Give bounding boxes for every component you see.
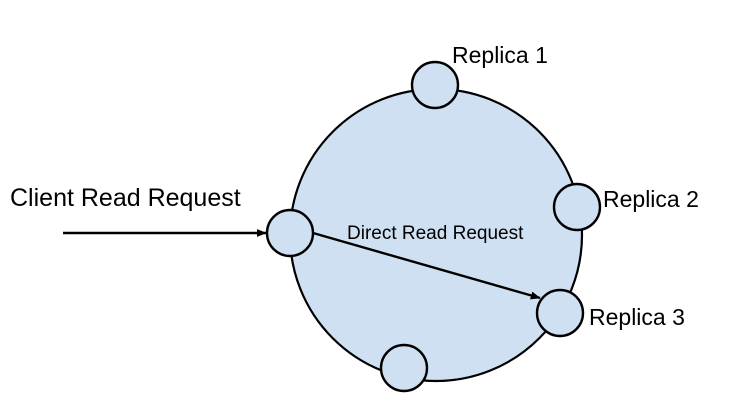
node-replica-2[interactable]	[552, 182, 602, 232]
replica-1-label: Replica 1	[452, 42, 548, 68]
direct-read-request-arrow	[312, 231, 541, 300]
node-coordinator[interactable]	[265, 208, 315, 258]
client-read-request-label: Client Read Request	[10, 184, 241, 212]
replica-3-label: Replica 3	[589, 304, 685, 330]
replica-2-label: Replica 2	[603, 186, 699, 212]
direct-read-request-label: Direct Read Request	[347, 223, 524, 244]
node-replica-4[interactable]	[379, 343, 429, 393]
node-replica-3[interactable]	[535, 288, 585, 338]
node-replica-1[interactable]	[410, 60, 460, 110]
